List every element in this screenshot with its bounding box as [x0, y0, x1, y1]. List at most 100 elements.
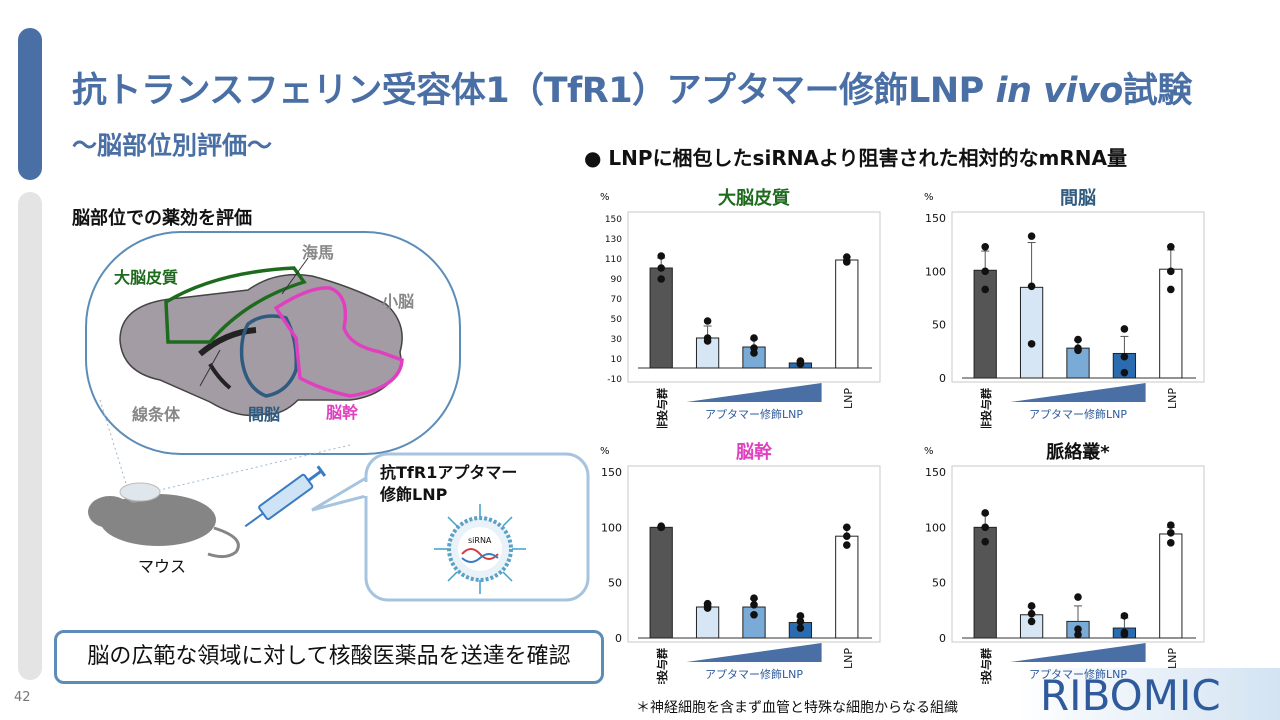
dose-wedge [1010, 383, 1146, 402]
group-label: アプタマー修飾LNP [1029, 407, 1127, 421]
chart-diencephalon: 間脳% 0 50 100 150 非投与群 LNP アプタマー修飾LNP [924, 188, 1205, 428]
x-label-lnp: LNP [842, 648, 855, 669]
accent-bar-bottom [18, 192, 42, 680]
logo-text: RIBOMIC [1040, 671, 1221, 720]
label-diencephalon: 間脳 [248, 405, 280, 424]
data-point [1167, 267, 1175, 276]
projection-line [99, 399, 129, 491]
y-axis-label: % [600, 192, 610, 203]
data-point [1167, 521, 1175, 529]
data-point [981, 537, 989, 546]
data-point [843, 258, 851, 266]
label-cerebellum: 小脳 [382, 292, 414, 311]
callout-pointer [311, 475, 368, 512]
label-hippocampus: 海馬 [302, 243, 334, 262]
data-point [1027, 609, 1036, 618]
brain-illustration: 大脳皮質 海馬 小脳 線条体 間脳 脳幹 マウス 抗TfR1アプタマー 修飾LN… [85, 231, 590, 602]
y-tick-label: 0 [939, 372, 946, 385]
data-point [703, 604, 712, 612]
y-tick-label: 100 [601, 521, 622, 534]
chart-title: 大脳皮質 [718, 187, 790, 209]
data-point [750, 594, 758, 602]
accent-bar-top [18, 28, 42, 180]
data-point [796, 612, 805, 620]
y-tick-label: 50 [608, 577, 622, 590]
data-point [796, 617, 805, 626]
x-label-untreated: 非投与群 [655, 388, 669, 428]
y-tick-label: 110 [605, 255, 622, 265]
group-label: アプタマー修飾LNP [705, 407, 803, 421]
data-point [843, 532, 851, 540]
y-tick-label: 10 [611, 355, 623, 365]
data-point [750, 349, 758, 357]
page-number: 42 [14, 690, 31, 705]
data-point [657, 275, 665, 283]
data-point [1074, 346, 1082, 355]
y-tick-label: 150 [925, 212, 946, 225]
y-tick-label: 30 [611, 335, 623, 345]
data-point [1120, 368, 1129, 377]
data-point [1120, 325, 1129, 333]
data-point [1167, 539, 1175, 547]
lnp-particle-icon [434, 504, 526, 594]
data-point [1120, 352, 1129, 361]
x-label-untreated: 非投与群 [979, 648, 993, 684]
data-point [703, 337, 712, 345]
y-tick-label: -10 [607, 375, 622, 385]
y-tick-label: 100 [925, 265, 946, 278]
data-point [981, 285, 989, 294]
conclusion-box: 脳の広範な領域に対して核酸医薬品を送達を確認 [54, 630, 604, 684]
bar [1159, 533, 1183, 639]
label-striatum: 線条体 [132, 405, 181, 424]
dose-wedge [1010, 643, 1146, 662]
data-point [981, 243, 989, 251]
syringe-icon [244, 465, 327, 528]
y-tick-label: 50 [611, 315, 623, 325]
brain-panel [85, 231, 461, 455]
y-axis-label: % [924, 446, 934, 457]
slide-title: 抗トランスフェリン受容体1（TfR1）アプタマー修飾LNP in vivo試験 [72, 71, 1192, 111]
data-point [750, 610, 758, 619]
bar [1019, 286, 1044, 379]
data-point [981, 267, 989, 276]
data-point [657, 523, 665, 532]
y-axis-label: % [924, 192, 934, 203]
y-tick-label: 50 [932, 319, 946, 332]
sirna-label: siRNA [468, 536, 492, 545]
mouse-label: マウス [138, 557, 186, 576]
bar [1159, 268, 1183, 379]
x-label-lnp: LNP [842, 388, 855, 409]
y-tick-label: 0 [939, 632, 946, 645]
data-point [843, 523, 851, 532]
y-tick-label: 150 [605, 215, 622, 225]
x-label-untreated: 非投与群 [979, 388, 993, 428]
slide-subtitle: 〜脳部位別評価〜 [72, 131, 273, 160]
group-label: アプタマー修飾LNP [1029, 667, 1127, 681]
data-point [981, 509, 989, 517]
brainstem-outline [273, 286, 404, 398]
projection-line [159, 444, 351, 491]
data-point [750, 334, 758, 342]
data-point [1027, 602, 1036, 610]
left-section-heading: 脳部位での薬効を評価 [72, 208, 252, 229]
ribomic-logo: RIBOMIC [1018, 668, 1280, 720]
y-tick-label: 100 [925, 521, 946, 534]
data-point [843, 541, 851, 549]
y-tick-label: 50 [932, 577, 946, 590]
bar [835, 259, 859, 369]
callout-line-1: 抗TfR1アプタマー [380, 463, 517, 482]
chart-title: 間脳 [1060, 188, 1096, 209]
footnote: ＊神経細胞を含まず血管と特殊な細胞からなる組織 [636, 700, 958, 716]
x-label-lnp: LNP [1166, 388, 1179, 409]
data-point [981, 523, 989, 532]
data-point [1120, 612, 1129, 620]
hippocampus-pointer [281, 257, 309, 295]
data-point [750, 601, 758, 609]
x-label-untreated: 非投与群 [655, 648, 669, 684]
data-point [657, 264, 665, 272]
data-point [796, 624, 805, 632]
y-tick-label: 130 [605, 235, 622, 245]
x-label-lnp: LNP [1166, 648, 1179, 669]
